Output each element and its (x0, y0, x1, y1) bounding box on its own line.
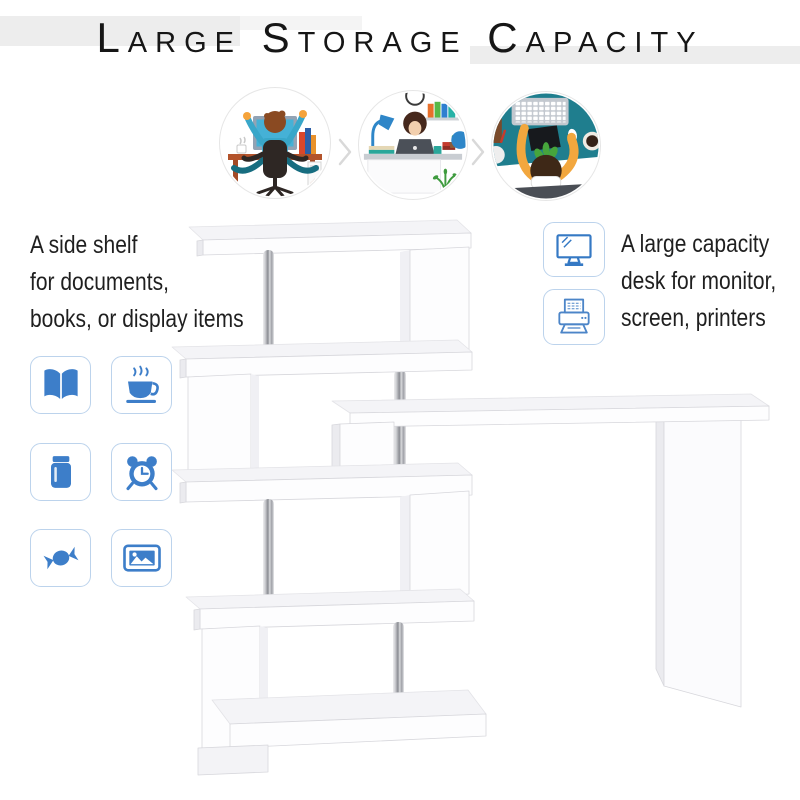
shelf-base (229, 713, 487, 749)
monitor-icon (556, 233, 592, 266)
printer-icon (558, 298, 590, 334)
feature-line: screen, printers (621, 304, 766, 332)
page-title: Large Storage Capacity (96, 14, 704, 61)
alarm-clock-tile (111, 443, 172, 501)
desk-celebration-illustration (228, 110, 322, 197)
laptop-work-illustration (363, 92, 466, 194)
feature-line: desk for monitor, (621, 267, 777, 295)
feature-line: A side shelf (30, 231, 138, 259)
jar-icon (50, 456, 71, 488)
monitor-tile (543, 222, 605, 277)
title-highlight-right (470, 46, 800, 64)
shelf-panel (201, 625, 261, 754)
shelf-board (199, 600, 475, 630)
shelf-panel (409, 490, 470, 599)
step-illustration-2 (358, 90, 468, 200)
printer-tile (543, 289, 605, 345)
swivel-joint (339, 421, 395, 474)
shelf-base-top (211, 689, 487, 725)
right-feature-text: A large capacity desk for monitor, scree… (621, 226, 776, 337)
step-illustration-3 (491, 91, 601, 201)
desk-top-surface (331, 393, 770, 414)
title-highlight-left-2 (240, 16, 362, 30)
topview-typing-illustration (493, 93, 599, 199)
chrome-pole (393, 622, 404, 708)
swivel-joint-side (331, 423, 341, 476)
feature-line: A large capacity (621, 230, 770, 258)
left-feature-text: A side shelf for documents, books, or di… (30, 227, 244, 338)
arrow-right-icon (470, 137, 486, 167)
chrome-pole (394, 370, 406, 476)
shelf-board (185, 351, 473, 378)
book-tile (30, 356, 91, 414)
feature-line: books, or display items (30, 305, 244, 333)
shelf-panel (187, 373, 252, 497)
candy-tile (30, 529, 91, 587)
book-icon (43, 369, 78, 399)
shelf-panel (409, 246, 470, 357)
candy-icon (43, 546, 78, 570)
arrow-right-icon (337, 137, 353, 167)
step-illustration-1 (219, 87, 331, 199)
jar-tile (30, 443, 91, 501)
picture-icon (122, 544, 161, 572)
desk-leg-side (655, 415, 665, 687)
desk-leg (663, 410, 742, 708)
desk-top-edge (349, 405, 770, 428)
alarm-clock-icon (125, 456, 158, 491)
shelf-base-plinth (197, 744, 269, 776)
chrome-pole (263, 250, 274, 351)
coffee-tile (111, 356, 172, 414)
chrome-pole (263, 499, 274, 602)
coffee-icon (125, 365, 159, 403)
desk (331, 370, 770, 708)
title-highlight-left (0, 16, 240, 46)
picture-tile (111, 529, 172, 587)
shelf-board (185, 474, 473, 503)
feature-line: for documents, (30, 268, 169, 296)
